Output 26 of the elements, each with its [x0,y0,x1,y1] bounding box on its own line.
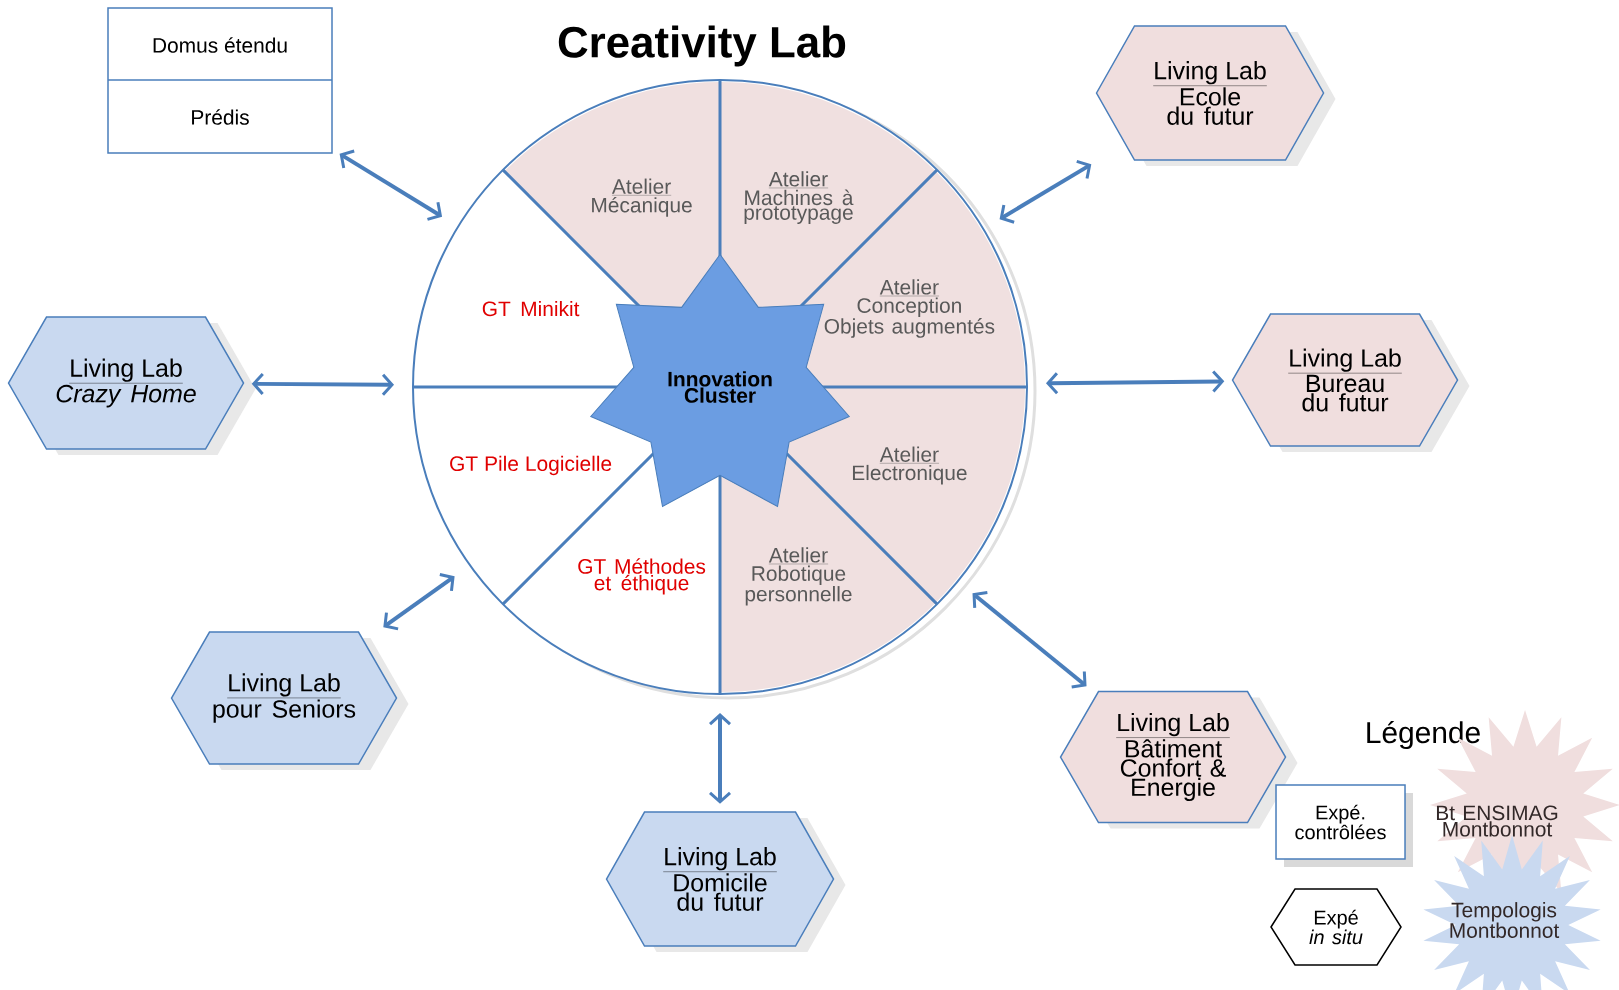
sector-label: Atelier Mécanique [592,178,692,217]
sector-label: Atelier Machines à prototypage [744,171,854,224]
hexagon: Living Lab Bâtiment Confort & Energie [1059,690,1298,829]
legend-box: Expé. contrôlées [1275,784,1413,867]
star-label: Tempologis Montbonnot [1450,902,1560,938]
double-arrow [339,149,443,221]
hexagon: Living Lab Ecole du futur [1095,25,1336,166]
sector-label: Atelier Robotique personnelle [745,547,852,606]
hexagon: Living Lab Bureau du futur [1231,313,1470,452]
double-arrow [999,159,1092,224]
double-arrow [1046,370,1225,395]
double-arrow [709,713,731,804]
legend-hexagon: Expé in situ [1270,888,1402,966]
double-arrow [383,573,455,631]
star-label: Bt ENSIMAG Montbonnot [1437,805,1558,837]
double-arrow [972,590,1087,689]
sector-label: GT Méthodes et éthique [578,558,706,595]
hexagon: Living Lab Domicile du futur [605,811,846,952]
legend-title: Légende [1367,720,1480,750]
title: Creativity Lab [558,25,846,67]
double-arrow [251,372,395,396]
hexagon: Living Lab Crazy Home [7,316,256,455]
split-box: Domus étendu Prédis [107,7,333,154]
hexagon: Living Lab pour Seniors [170,631,409,770]
sector-label: GT Minikit [482,300,580,317]
sector-label: Atelier Electronique [853,446,967,485]
